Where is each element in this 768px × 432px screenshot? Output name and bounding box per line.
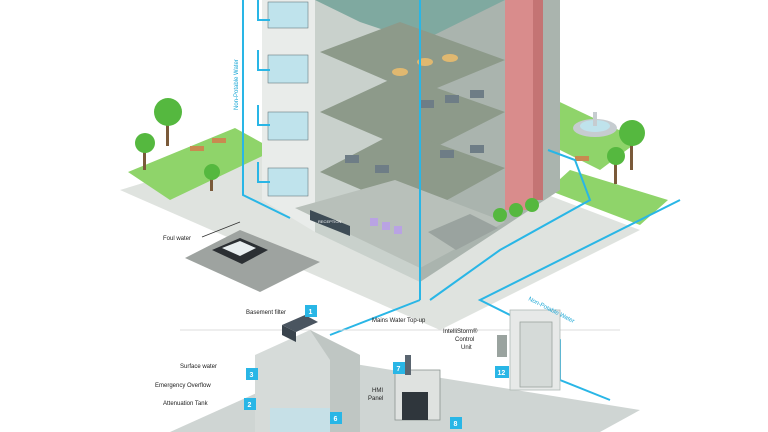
pump-unit	[402, 392, 428, 420]
svg-text:8: 8	[454, 421, 458, 428]
bench-icon	[190, 138, 589, 161]
badge-1: 1	[305, 305, 317, 317]
emergency-overflow-label: Emergency Overflow	[155, 383, 211, 389]
floor-slab-1	[320, 130, 505, 215]
reception-sign: RECEPTION	[318, 219, 341, 224]
intellistorm-label-line1: IntelliStorm®	[443, 328, 478, 335]
non-potable-water-label-vertical: Non-Potable Water	[234, 59, 240, 110]
building-roof	[315, 0, 505, 42]
foul-water-arrow	[201, 221, 241, 238]
intellistorm-control-unit	[497, 335, 507, 357]
pink-wall-column	[505, 0, 533, 210]
hmi-panel-label-line1: HMI	[372, 388, 383, 394]
control-room-door	[519, 321, 553, 388]
fountain-icon	[573, 112, 617, 137]
svg-text:1: 1	[309, 309, 313, 316]
basement-filter-unit-front	[282, 325, 296, 342]
badge-6: 6	[330, 412, 342, 424]
badge-12: 12	[495, 366, 509, 378]
svg-text:3: 3	[250, 372, 254, 379]
desk-icon	[345, 90, 484, 173]
svg-text:6: 6	[334, 416, 338, 423]
hmi-panel-label-line2: Panel	[368, 396, 383, 402]
parking-area	[185, 230, 320, 292]
svg-text:12: 12	[498, 370, 506, 377]
tree-icon	[135, 98, 645, 222]
badge-2: 2	[244, 398, 256, 410]
attenuation-tank-water	[270, 408, 330, 432]
right-lawn-lower	[548, 170, 668, 225]
attenuation-tank-label: Attenuation Tank	[163, 401, 209, 407]
floor-slab-3	[320, 22, 505, 95]
mains-topup-valve	[405, 355, 411, 375]
car-icon	[212, 238, 268, 264]
attenuation-tank-side	[310, 330, 360, 432]
badge-8: 8	[450, 417, 462, 429]
foul-water-label: Foul water	[163, 236, 191, 242]
mains-water-topup-label: Mains Water Top-up	[372, 318, 426, 324]
basement-filter-unit	[282, 315, 318, 332]
waiting-chairs	[370, 218, 402, 234]
badge-3: 3	[246, 368, 258, 380]
side-shed	[428, 214, 498, 250]
surface-water-label: Surface water	[180, 364, 217, 370]
svg-text:7: 7	[397, 366, 401, 373]
left-facade-windows	[267, 1, 309, 197]
badge-7: 7	[393, 362, 405, 374]
floor-slab-2	[320, 75, 505, 155]
reception-desk: RECEPTION	[310, 210, 350, 236]
pink-wall-column-right	[533, 0, 543, 200]
intellistorm-label-line3: Unit	[461, 345, 472, 351]
basement-filter-label: Basement filter	[246, 310, 286, 316]
svg-text:2: 2	[248, 402, 252, 409]
intellistorm-label-line2: Control	[455, 337, 474, 343]
left-lawn	[128, 128, 275, 200]
